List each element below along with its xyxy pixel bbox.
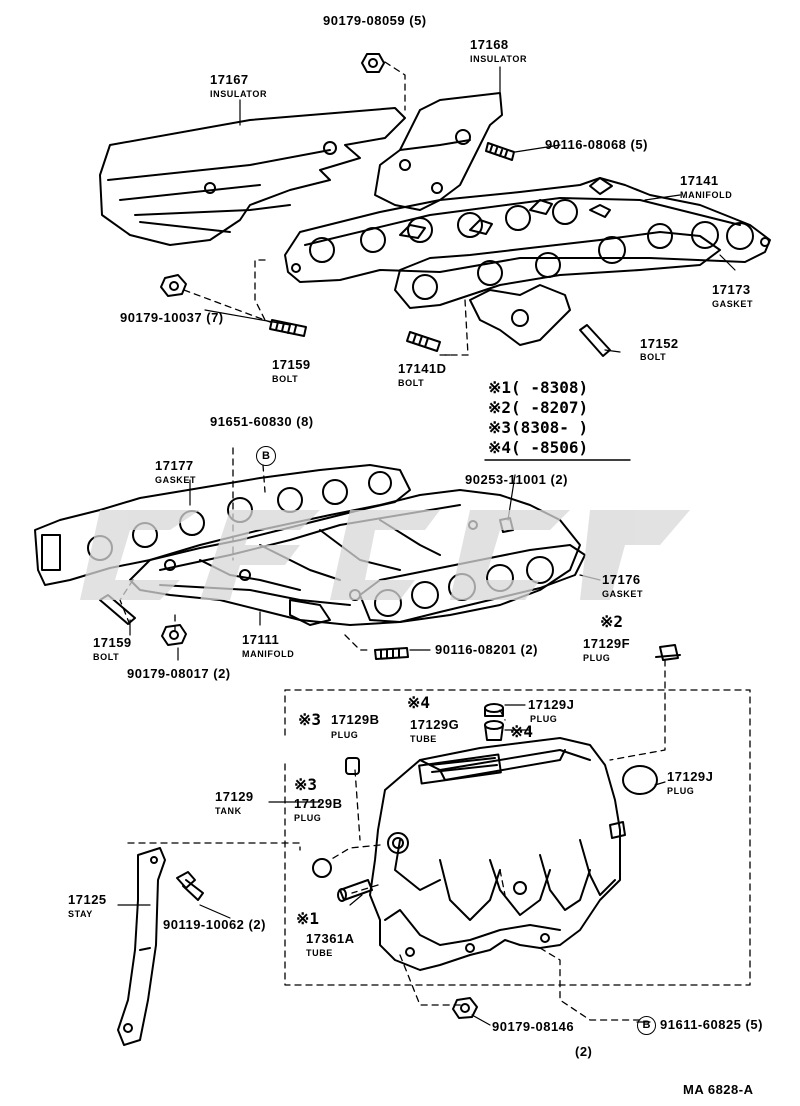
mark-17129F: ※2 [600,612,624,631]
part-name-17159-bottom: BOLT [93,652,120,662]
part-number-17177: 17177 [155,458,194,473]
bolt-17152-drawing [579,324,611,357]
mark-17129G-left: ※4 [407,693,431,712]
part-name-17159-top: BOLT [272,374,299,384]
stud-90116-08068-drawing [485,142,515,161]
part-name-17361A: TUBE [306,948,333,958]
nut-90179-10037-drawing [160,274,187,297]
part-number-90179-08059: 90179-08059 (5) [323,13,427,28]
insulator-17168-drawing [374,92,503,211]
mark-17129B-mid: ※3 [294,775,318,794]
part-name-17129: TANK [215,806,242,816]
part-number-17361A: 17361A [306,931,355,946]
part-name-17167: INSULATOR [210,89,268,99]
mark-17129G-right: ※4 [510,722,534,741]
part-number-90179-08146: 90179-08146 [492,1019,575,1034]
figure-code: MA 6828-A [683,1082,754,1097]
part-name-17129J-top: PLUG [530,714,558,724]
part-number-17152: 17152 [640,336,679,351]
gasket-17173-drawing [394,231,721,346]
mark-17361A: ※1 [296,909,320,928]
part-name-17111: MANIFOLD [242,649,295,659]
plug-17129B-mid-drawing [312,858,332,878]
nut-90179-08146-drawing [452,997,478,1019]
part-number-90119-10062: 90119-10062 (2) [163,917,266,932]
part-number-17176: 17176 [602,572,641,587]
part-name-17125: STAY [68,909,93,919]
part-number-17129J-top: 17129J [528,697,575,712]
part-number-17168: 17168 [470,37,509,52]
part-number-17129F: 17129F [583,636,631,651]
part-name-17129J-side: PLUG [667,786,695,796]
b-marker-bottom: B [637,1016,656,1035]
watermark-logo [80,510,690,600]
part-name-17177: GASKET [155,475,197,485]
nut-90179-08059-drawing [361,53,385,73]
part-number-90179-10037: 90179-10037 (7) [120,310,224,325]
note-4: ※4( -8506) [488,438,589,457]
stay-17125-drawing [117,847,166,1046]
stud-90116-08201-drawing [374,647,409,660]
part-name-17129F: PLUG [583,653,611,663]
part-number-90116-08068: 90116-08068 (5) [545,137,648,152]
part-name-17141D: BOLT [398,378,425,388]
part-name-17152: BOLT [640,352,667,362]
part-number-17141: 17141 [680,173,719,188]
part-name-17176: GASKET [602,589,644,599]
part-number-17129J-side: 17129J [667,769,714,784]
part-name-17173: GASKET [712,299,754,309]
plug-17129J-top-drawing [484,703,504,717]
note-1: ※1( -8308) [488,378,589,397]
b-marker-top: B [256,446,276,466]
part-number-17129B-mid: 17129B [294,796,343,811]
part-number-17167: 17167 [210,72,249,87]
gasket-17176-drawing [359,544,586,623]
part-number-17129: 17129 [215,789,254,804]
part-number-17129G: 17129G [410,717,460,732]
note-3: ※3(8308- ) [488,418,589,437]
plug-17129J-side-drawing [622,765,658,795]
part-name-17129B-mid: PLUG [294,813,322,823]
stud-17141D-drawing [406,331,441,352]
part-number-17141D: 17141D [398,361,447,376]
tube-17361A-drawing [337,879,373,902]
part-number-17111: 17111 [242,632,280,647]
plug-17129F-drawing [655,644,681,661]
part-name-17141: MANIFOLD [680,190,733,200]
mark-17129B-top: ※3 [298,710,322,729]
part-number-17159-bottom: 17159 [93,635,132,650]
part-number-90116-08201: 90116-08201 (2) [435,642,538,657]
tank-17129-drawing [369,737,626,971]
part-number-91651-60830: 91651-60830 (8) [210,414,314,429]
insulator-17167-drawing [99,107,406,246]
part-number-90253-11001: 90253-11001 (2) [465,472,568,487]
part-number-17173: 17173 [712,282,751,297]
part-number-90179-08017: 90179-08017 (2) [127,666,231,681]
note-2: ※2( -8207) [488,398,589,417]
part-number-17159-top: 17159 [272,357,311,372]
manifold-17141-drawing [284,177,771,283]
part-name-17129G: TUBE [410,734,437,744]
stud-17159-top-drawing [269,319,307,337]
part-qty-90179-08146: (2) [575,1044,593,1059]
tube-17129G-drawing [484,720,504,741]
plug-17129B-top-drawing [345,757,360,775]
nut-90179-08017-drawing [161,624,187,646]
part-number-17129B-top: 17129B [331,712,380,727]
part-number-91611-60825: 91611-60825 (5) [660,1017,763,1032]
part-name-17168: INSULATOR [470,54,528,64]
part-number-17125: 17125 [68,892,107,907]
bolt-90119-10062-drawing [176,871,204,901]
part-name-17129B-top: PLUG [331,730,359,740]
